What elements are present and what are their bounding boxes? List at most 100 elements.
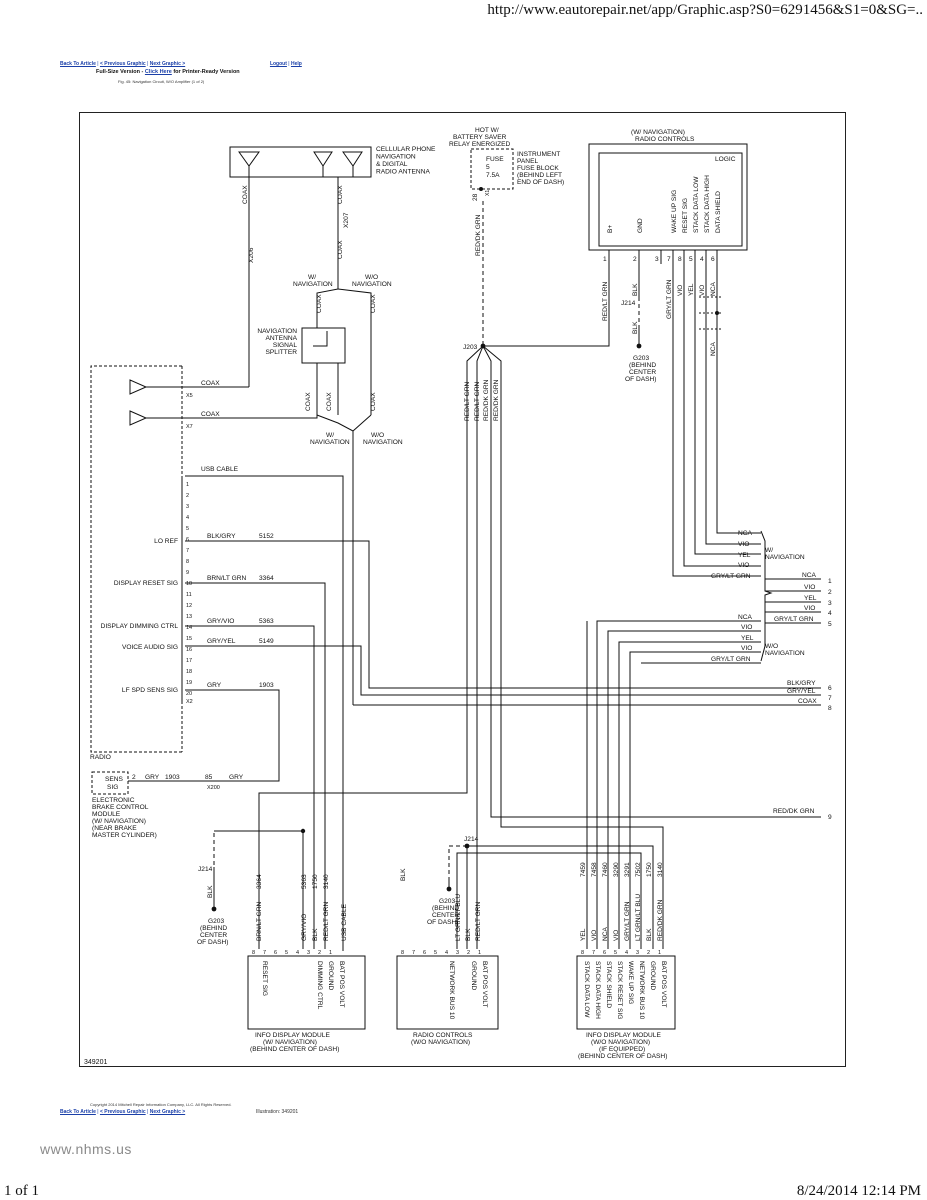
svg-text:RED/DK GRN: RED/DK GRN bbox=[475, 214, 482, 256]
svg-text:3: 3 bbox=[186, 504, 189, 510]
next-graphic-link-bottom[interactable]: Next Graphic > bbox=[149, 1109, 186, 1115]
svg-text:LF SPD SENS SIG: LF SPD SENS SIG bbox=[122, 687, 178, 694]
svg-text:BAT POS VOLT: BAT POS VOLT bbox=[660, 961, 667, 1008]
svg-text:3140: 3140 bbox=[657, 862, 664, 877]
svg-text:GRY/VIO: GRY/VIO bbox=[301, 914, 308, 941]
module3-box bbox=[576, 955, 676, 1030]
svg-text:BLK: BLK bbox=[632, 283, 639, 296]
svg-text:BLK: BLK bbox=[646, 928, 653, 941]
svg-text:COAX: COAX bbox=[337, 240, 344, 259]
previous-graphic-link[interactable]: < Previous Graphic bbox=[99, 61, 146, 67]
svg-text:GRY/LT GRN: GRY/LT GRN bbox=[711, 656, 751, 663]
svg-text:SENS: SENS bbox=[105, 776, 124, 783]
help-link[interactable]: Help bbox=[290, 61, 302, 67]
svg-text:5: 5 bbox=[828, 621, 832, 628]
click-here-link[interactable]: Click Here bbox=[144, 69, 172, 75]
svg-text:COAX: COAX bbox=[316, 294, 323, 313]
svg-text:19: 19 bbox=[186, 680, 192, 686]
svg-text:BLK: BLK bbox=[312, 928, 319, 941]
svg-text:11: 11 bbox=[186, 592, 192, 598]
svg-text:VIO: VIO bbox=[738, 541, 749, 548]
svg-text:DATA SHIELD: DATA SHIELD bbox=[715, 191, 722, 233]
svg-text:GRY/LT GRN: GRY/LT GRN bbox=[711, 573, 751, 580]
watermark: www.nhms.us bbox=[40, 1141, 132, 1157]
svg-text:X200: X200 bbox=[207, 785, 220, 791]
svg-text:1: 1 bbox=[603, 256, 607, 263]
next-graphic-link[interactable]: Next Graphic > bbox=[149, 61, 186, 67]
svg-text:J214: J214 bbox=[464, 836, 479, 843]
svg-text:NCA: NCA bbox=[710, 341, 717, 356]
svg-text:5: 5 bbox=[434, 950, 437, 956]
svg-text:4: 4 bbox=[828, 610, 832, 617]
svg-text:WAKE UP SIG: WAKE UP SIG bbox=[627, 961, 634, 1004]
svg-text:7459: 7459 bbox=[580, 862, 587, 877]
svg-text:USB CABLE: USB CABLE bbox=[341, 903, 348, 941]
svg-text:RED/LT GRN: RED/LT GRN bbox=[464, 381, 471, 421]
svg-text:3290: 3290 bbox=[613, 862, 620, 877]
svg-text:BLK: BLK bbox=[400, 868, 407, 881]
svg-text:1903: 1903 bbox=[259, 682, 274, 689]
svg-text:W/NAVIGATION: W/NAVIGATION bbox=[765, 547, 805, 561]
svg-text:1: 1 bbox=[478, 950, 481, 956]
svg-text:RED/DK GRN: RED/DK GRN bbox=[773, 808, 815, 815]
svg-text:BLK: BLK bbox=[207, 885, 214, 898]
svg-text:BRN/LT GRN: BRN/LT GRN bbox=[256, 901, 263, 941]
diagram-code: 349201 bbox=[84, 1059, 107, 1066]
svg-text:RADIO CONTROLS(W/O NAVIGATION): RADIO CONTROLS(W/O NAVIGATION) bbox=[411, 1032, 473, 1046]
svg-text:14: 14 bbox=[186, 625, 192, 631]
svg-text:3: 3 bbox=[307, 950, 310, 956]
svg-text:NCA: NCA bbox=[802, 572, 817, 579]
svg-text:6: 6 bbox=[274, 950, 277, 956]
svg-text:4: 4 bbox=[625, 950, 628, 956]
svg-text:2: 2 bbox=[828, 589, 832, 596]
svg-text:7: 7 bbox=[412, 950, 415, 956]
svg-text:USB CABLE: USB CABLE bbox=[201, 466, 239, 473]
svg-text:STACK DATA HIGH: STACK DATA HIGH bbox=[704, 175, 711, 233]
svg-text:RED/LT GRN: RED/LT GRN bbox=[475, 901, 482, 941]
svg-text:7: 7 bbox=[592, 950, 595, 956]
svg-text:COAX: COAX bbox=[326, 392, 333, 411]
svg-text:VIO: VIO bbox=[591, 930, 598, 941]
copyright: Copyright 2014 Mitchell Repair Informati… bbox=[90, 1102, 232, 1107]
back-to-article-link-bottom[interactable]: Back To Article bbox=[60, 1109, 96, 1115]
svg-text:YEL: YEL bbox=[738, 552, 751, 559]
svg-text:GROUND: GROUND bbox=[470, 961, 477, 991]
previous-graphic-link-bottom[interactable]: < Previous Graphic bbox=[99, 1109, 146, 1115]
back-to-article-link[interactable]: Back To Article bbox=[60, 61, 96, 67]
svg-text:RED/DK GRN: RED/DK GRN bbox=[493, 379, 500, 421]
radio-controls-title: (W/ NAVIGATION)RADIO CONTROLS bbox=[631, 129, 695, 143]
svg-text:VIO: VIO bbox=[699, 285, 706, 296]
svg-text:LT GRN/LT BLU: LT GRN/LT BLU bbox=[455, 894, 462, 941]
svg-text:BRN/LT GRN: BRN/LT GRN bbox=[207, 575, 247, 582]
svg-text:7460: 7460 bbox=[602, 862, 609, 877]
svg-text:X7: X7 bbox=[186, 424, 193, 430]
svg-text:9: 9 bbox=[186, 570, 189, 576]
svg-text:2: 2 bbox=[467, 950, 470, 956]
svg-text:3: 3 bbox=[655, 256, 659, 263]
svg-text:VIO: VIO bbox=[804, 605, 815, 612]
svg-text:7: 7 bbox=[263, 950, 266, 956]
svg-text:28: 28 bbox=[472, 193, 479, 201]
svg-text:COAX: COAX bbox=[242, 185, 249, 204]
fullsize-line: Full-Size Version - Click Here for Print… bbox=[96, 69, 240, 75]
svg-text:LT GRN/LT BLU: LT GRN/LT BLU bbox=[635, 894, 642, 941]
svg-text:GRY/LT GRN: GRY/LT GRN bbox=[666, 279, 673, 319]
svg-text:5: 5 bbox=[614, 950, 617, 956]
splitter-box bbox=[301, 327, 346, 364]
svg-text:COAX: COAX bbox=[370, 294, 377, 313]
svg-text:8: 8 bbox=[252, 950, 255, 956]
svg-text:VOICE AUDIO SIG: VOICE AUDIO SIG bbox=[122, 644, 178, 651]
svg-text:12: 12 bbox=[186, 603, 192, 609]
svg-text:8: 8 bbox=[401, 950, 404, 956]
svg-text:YEL: YEL bbox=[804, 595, 817, 602]
logout-link[interactable]: Logout bbox=[269, 61, 287, 67]
svg-text:STACK DATA LOW: STACK DATA LOW bbox=[583, 961, 590, 1018]
svg-text:6: 6 bbox=[711, 256, 715, 263]
